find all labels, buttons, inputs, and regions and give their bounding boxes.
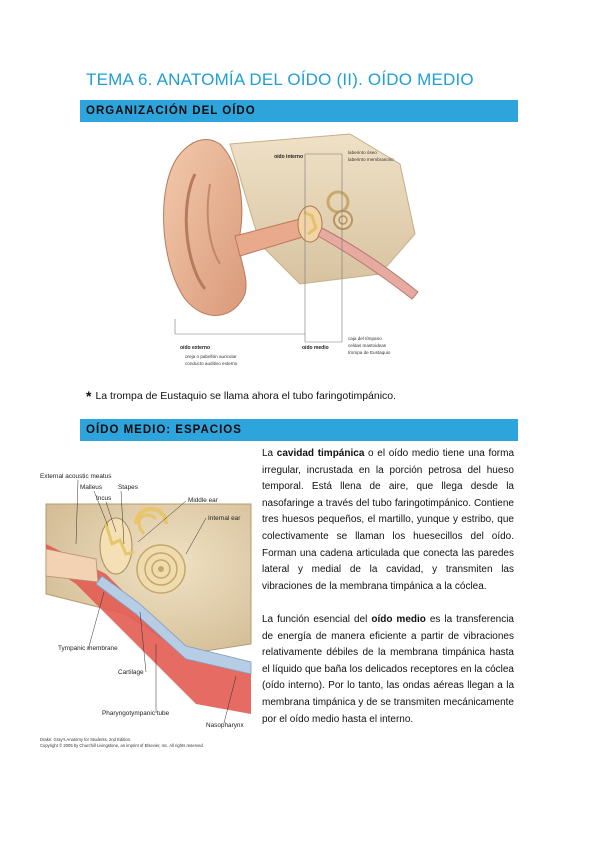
label-cartilage: Cartilage — [118, 669, 144, 676]
label-internal-ear: Internal ear — [208, 515, 241, 522]
label-laberinto-membranoso: laberinto membranoso — [348, 157, 394, 162]
label-nasopharynx: Nasopharynx — [206, 722, 244, 729]
label-trompa: trompa de Eustaquio — [348, 350, 391, 355]
paragraph2-bold: oído medio — [371, 614, 426, 625]
footnote: *La trompa de Eustaquio se llama ahora e… — [86, 388, 396, 404]
label-laberinto-oseo: laberinto óseo — [348, 150, 377, 155]
label-oido-externo: oído externo — [180, 345, 210, 351]
footnote-text: La trompa de Eustaquio se llama ahora el… — [95, 390, 397, 402]
paragraph1-bold: cavidad timpánica — [276, 448, 365, 459]
ear-anatomy-figure: oído interno laberinto óseo laberinto me… — [163, 133, 419, 366]
section-heading-organizacion: ORGANIZACIÓN DEL OÍDO — [80, 100, 518, 122]
label-oido-medio: oído medio — [302, 345, 329, 351]
page-title: TEMA 6. ANATOMÍA DEL OÍDO (II). OÍDO MED… — [86, 70, 474, 89]
label-oreja: oreja o pabellón auricular — [185, 354, 237, 359]
paragraph-funcion-oido-medio: La función esencial del oído medio es la… — [262, 612, 514, 728]
label-oido-interno: oído interno — [274, 154, 303, 160]
asterisk-icon: * — [86, 388, 92, 404]
label-celdas: celdas mastoideas — [348, 343, 387, 348]
label-caja: caja del tímpano — [348, 336, 382, 341]
middle-ear-figure: External acoustic meatus Malleus Stapes … — [40, 473, 252, 748]
paragraph-cavidad-timpanica: La cavidad timpánica o el oído medio tie… — [262, 446, 514, 595]
section-heading-espacios: OÍDO MEDIO: ESPACIOS — [80, 419, 518, 441]
paragraph1-pre: La — [262, 448, 277, 459]
label-malleus: Malleus — [80, 484, 102, 491]
paragraph1-post: o el oído medio tiene una forma irregula… — [262, 448, 514, 592]
label-external-meatus: External acoustic meatus — [40, 473, 111, 480]
figure-credit-1: Drake: Gray's Anatomy for Students, 2nd … — [40, 737, 131, 742]
label-middle-ear: Middle ear — [188, 497, 219, 504]
label-pharyngotympanic-tube: Pharyngotympanic tube — [102, 710, 170, 717]
label-incus: Incus — [96, 495, 111, 502]
label-conducto: conducto auditivo externo — [185, 361, 238, 366]
figure-credit-2: Copyright © 2005 by Churchill Livingston… — [40, 743, 204, 748]
paragraph2-post: es la transferencia de energía de manera… — [262, 614, 514, 725]
label-stapes: Stapes — [118, 484, 138, 491]
label-tympanic-membrane: Tympanic membrane — [58, 645, 118, 652]
paragraph2-pre: La función esencial del — [262, 614, 372, 625]
